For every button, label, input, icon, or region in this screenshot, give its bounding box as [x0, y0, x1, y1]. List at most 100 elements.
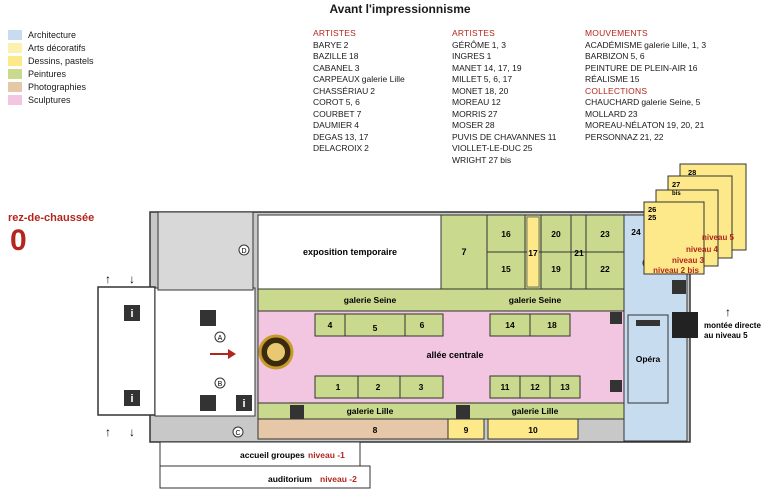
room-18-label: 18 — [547, 320, 557, 330]
index-entry-rooms: 19, 20, 21 — [666, 120, 705, 130]
index-entry-rooms: 21, 22 — [639, 131, 664, 142]
index-entry-name: BARBIZON — [585, 51, 629, 61]
clock-face — [267, 343, 285, 361]
legend-swatch — [8, 95, 22, 105]
room-8-label: 8 — [373, 425, 378, 435]
room-16-label: 16 — [501, 229, 511, 239]
room-26-label: 26 — [648, 205, 656, 214]
level-4-label: niveau 4 — [686, 245, 719, 254]
galerie-seine — [257, 288, 625, 312]
index-entry-rooms: 4 — [354, 120, 359, 130]
level-2bis-label: niveau 2 bis — [653, 266, 699, 275]
level-5-label: niveau 5 — [702, 233, 735, 242]
index-entry-name: COURBET — [313, 108, 355, 119]
level-3-label: niveau 3 — [672, 256, 705, 265]
room-27bis-label: bis — [672, 191, 681, 197]
legend-item: Photographies — [8, 82, 86, 92]
room-22-label: 22 — [600, 264, 610, 274]
legend-label: Photographies — [28, 82, 87, 92]
index-entry-rooms: 2 — [343, 39, 349, 50]
legend-item: Arts décoratifs — [8, 43, 86, 53]
marker-d — [238, 244, 250, 256]
info-icon-3 — [236, 395, 252, 411]
accueil-groupes-label: accueil groupes — [240, 450, 305, 460]
index-entry-name: PERSONNAZ — [585, 131, 638, 142]
room-10 — [487, 418, 579, 440]
legend-label: Architecture — [28, 30, 77, 40]
index-entry-rooms: 12 — [491, 97, 501, 107]
index-entry-rooms: 3 — [354, 62, 360, 73]
room-13-label: 13 — [560, 382, 570, 392]
auditorium-level: niveau -2 — [320, 474, 357, 484]
index-entry-rooms: 16 — [688, 62, 698, 73]
svg-text:C: C — [235, 430, 240, 437]
index-entry-name: DEGAS — [313, 131, 343, 142]
galerie-lille — [257, 402, 625, 420]
arrow-down-icon-2: ↓ — [129, 425, 135, 439]
galerie-seine-label-2: galerie Seine — [509, 295, 562, 305]
svg-text:i: i — [242, 398, 245, 410]
index-heading: ARTISTES — [313, 28, 357, 38]
index-entry-name: MOLLARD — [585, 108, 627, 119]
room-28-label: 28 — [688, 168, 696, 177]
legend-label: Sculptures — [28, 95, 71, 105]
index-entry-rooms: 2 — [364, 143, 369, 153]
index-entry-name: CHASSÉRIAU — [313, 85, 369, 96]
index-entry-name: MANET — [452, 62, 482, 73]
legend-swatch — [8, 82, 22, 92]
legend-label: Peintures — [28, 69, 67, 79]
index-entry-name: DAUMIER — [313, 120, 353, 130]
svg-text:i: i — [130, 308, 133, 320]
montee-line-1: montée directe — [704, 321, 761, 330]
marker-c — [232, 426, 244, 438]
index-entry-rooms: 1 — [486, 51, 492, 61]
index-entry-rooms: 27 — [488, 108, 498, 119]
index-entry-rooms: 1, 3 — [491, 39, 506, 50]
index-entry-name: VIOLLET-LE-DUC — [452, 143, 521, 153]
index-heading: COLLECTIONS — [585, 85, 648, 96]
room-5-label: 5 — [373, 323, 378, 333]
accueil-groupes-level: niveau -1 — [308, 450, 345, 460]
room-20-label: 20 — [551, 229, 561, 239]
room-1-label: 1 — [336, 382, 341, 392]
legend-item: Peintures — [8, 69, 66, 79]
room-24-label: 24 — [631, 227, 641, 237]
stairs-icon-5 — [672, 280, 686, 294]
galerie-seine-label: galerie Seine — [344, 295, 397, 305]
stairs-icon-7 — [610, 380, 622, 392]
arrow-up-icon: ↑ — [105, 272, 111, 286]
index-entry-rooms: 5, 6 — [630, 51, 645, 61]
index-entry-name: MONET — [452, 85, 483, 96]
index-entry-name: MOSER — [452, 120, 484, 130]
legend-item: Dessins, pastels — [8, 56, 94, 66]
arrow-up-icon-2: ↑ — [105, 425, 111, 439]
index-entry-rooms: 5, 6 — [345, 97, 360, 107]
index-entry-name: MOREAU-NÉLATON — [585, 120, 665, 130]
index-entry-rooms: 11 — [547, 131, 557, 142]
galerie-lille-label: galerie Lille — [347, 406, 394, 416]
room-27-label: 27 — [672, 180, 680, 189]
room-expo-label: exposition temporaire — [303, 247, 397, 257]
room-11-label: 11 — [501, 382, 510, 392]
index-entry-name: CABANEL — [313, 62, 353, 73]
legend-swatch — [8, 69, 22, 79]
marker-a — [214, 331, 226, 343]
stairs-icon — [200, 310, 216, 326]
legend-label: Arts décoratifs — [28, 43, 86, 53]
